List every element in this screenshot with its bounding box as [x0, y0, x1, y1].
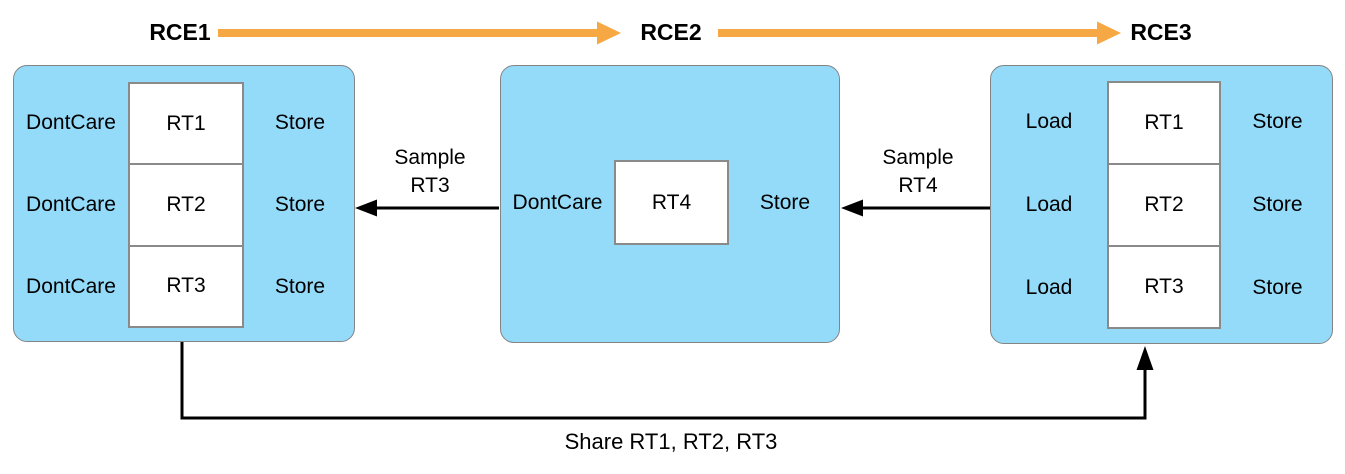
rce3-rt2-load-action: Load [1025, 193, 1073, 216]
rce1-title: RCE1 [149, 19, 211, 45]
share-arrow [180, 342, 1154, 420]
sample-rt3-arrow [355, 199, 499, 217]
rce2-rt4-load-action: DontCare [512, 190, 603, 214]
rce1-rt1-load-action: DontCare [26, 111, 116, 134]
rce1-rt1-store-action: Store [274, 111, 326, 134]
rce1-rt3-store-action: Store [274, 275, 326, 298]
sample-rt4-label-line2: RT4 [898, 174, 938, 197]
rce3-rt1-load-action: Load [1025, 110, 1073, 134]
share-arrow-label: Share RT1, RT2, RT3 [564, 429, 778, 454]
rce2-rt4-store-action: Store [759, 190, 811, 214]
rce1-rt2-box: RT2 [130, 163, 242, 244]
rce1-rt3-load-action: DontCare [26, 275, 116, 298]
rce2-render-target-stack: RT4 [614, 160, 729, 245]
rce2-rt4-box: RT4 [651, 190, 692, 214]
rce1-store-actions: Store Store Store [244, 82, 356, 328]
rce3-stage-box: Load Load Load RT1 RT2 RT3 Store Store S… [990, 65, 1333, 344]
rce1-rt1-box: RT1 [166, 111, 206, 135]
rce3-rt3-box: RT3 [1109, 245, 1219, 327]
rce3-store-actions: Store Store Store [1221, 81, 1334, 329]
flow-arrow-rce2-to-rce3 [718, 21, 1121, 45]
rce1-stage-box: DontCare DontCare DontCare RT1 RT2 RT3 S… [13, 65, 355, 342]
sample-rt4-label-line1: Sample [882, 146, 954, 169]
rce3-rt1-store-action: Store [1252, 110, 1303, 134]
rce1-load-actions: DontCare DontCare DontCare [14, 82, 128, 328]
rce1-render-target-stack: RT1 RT2 RT3 [128, 82, 244, 328]
rce2-store-actions: Store [729, 160, 841, 245]
rce2-title: RCE2 [640, 19, 702, 45]
rce3-render-target-stack: RT1 RT2 RT3 [1107, 81, 1221, 329]
sample-rt3-label: Sample RT3 [394, 144, 465, 200]
rce3-load-actions: Load Load Load [991, 81, 1107, 329]
rce3-title: RCE3 [1130, 19, 1192, 45]
rce2-stage-box: DontCare RT4 Store [500, 65, 840, 343]
rce3-rt3-store-action: Store [1252, 275, 1303, 299]
rce3-rt2-box: RT2 [1109, 163, 1219, 245]
rce1-rt2-load-action: DontCare [26, 193, 116, 216]
sample-rt4-arrow [841, 199, 990, 217]
rce2-load-actions: DontCare [501, 160, 614, 245]
sample-rt4-label: Sample RT4 [882, 144, 953, 200]
rce1-rt3-box: RT3 [130, 244, 242, 326]
flow-arrow-rce1-to-rce2 [218, 21, 621, 45]
rce3-rt1-box: RT1 [1144, 111, 1184, 134]
sample-rt3-label-line2: RT3 [410, 174, 450, 197]
sample-rt3-label-line1: Sample [394, 146, 466, 169]
rce3-rt3-load-action: Load [1025, 275, 1073, 299]
rce3-rt2-store-action: Store [1252, 193, 1303, 216]
rce1-rt2-store-action: Store [274, 193, 326, 216]
